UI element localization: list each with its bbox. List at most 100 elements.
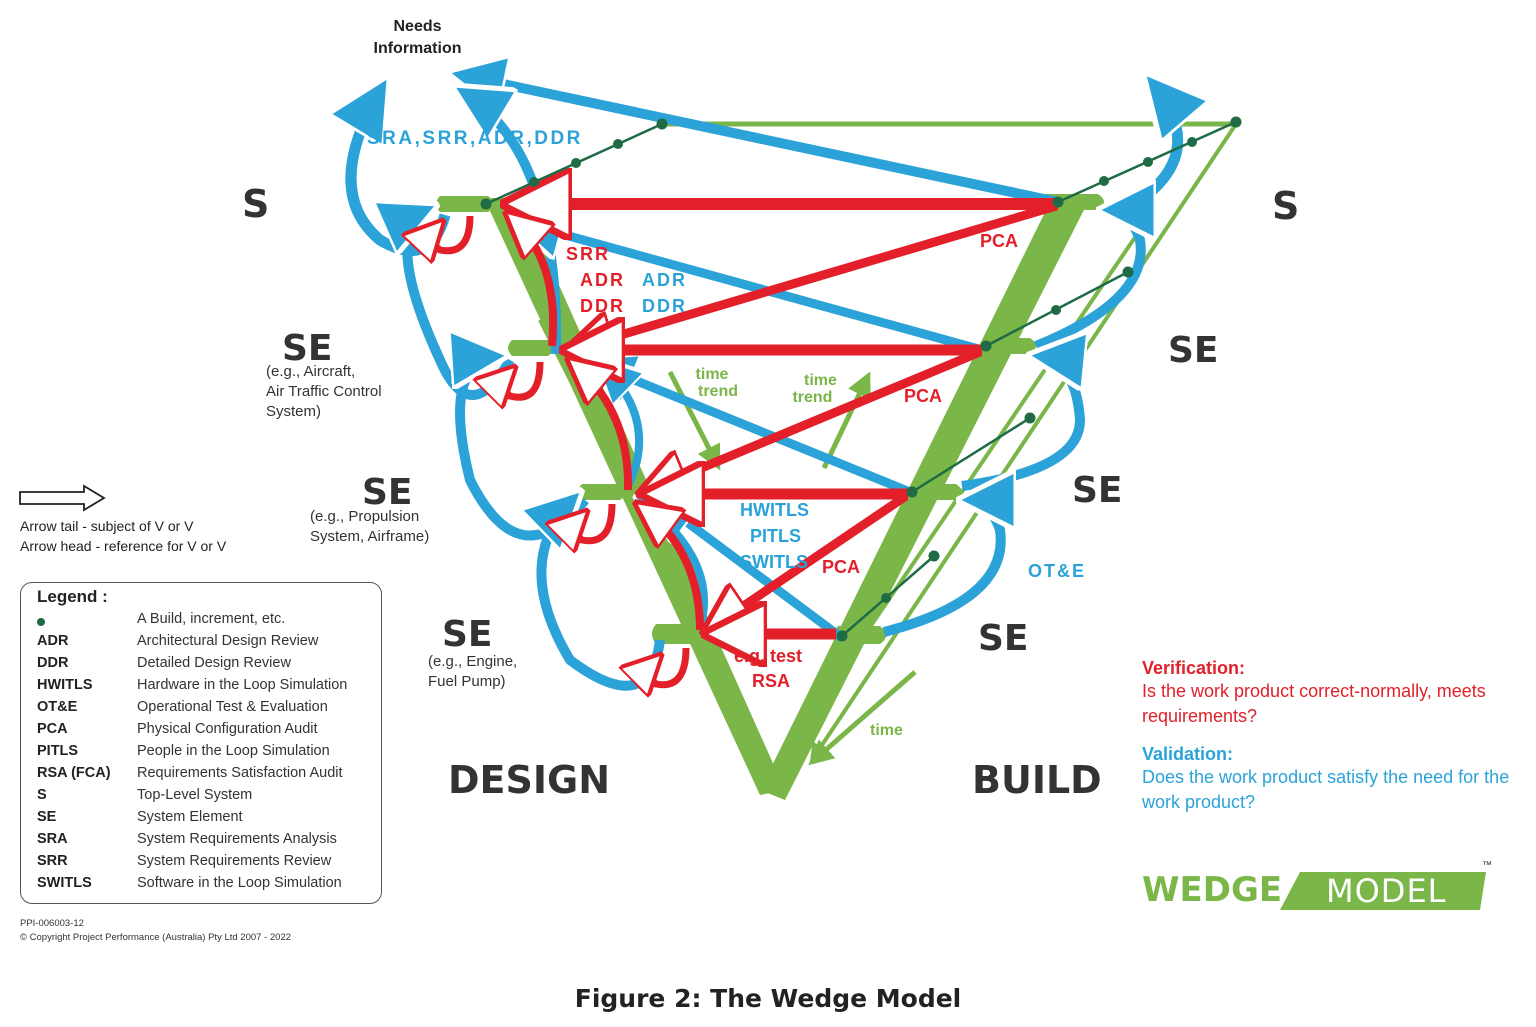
hwitls-label: HWITLS bbox=[740, 500, 809, 520]
legend-row: S Top-Level System bbox=[37, 787, 377, 809]
time-trend-arrow-down bbox=[667, 370, 721, 471]
ote-label: OT&E bbox=[1028, 561, 1087, 581]
legend-definition: Hardware in the Loop Simulation bbox=[137, 677, 348, 693]
pca-label-2: PCA bbox=[904, 386, 943, 406]
legend-definition: Software in the Loop Simulation bbox=[137, 875, 342, 891]
legend-row: SE System Element bbox=[37, 809, 377, 831]
time-trend-word: trend bbox=[698, 383, 738, 400]
needs-information-label: Needs Information bbox=[360, 16, 475, 60]
design-level-s: S bbox=[242, 182, 270, 226]
red-loop-se2 bbox=[575, 503, 616, 541]
legend-definition: Physical Configuration Audit bbox=[137, 721, 318, 737]
arrow-key-text: Arrow tail - subject of V or V Arrow hea… bbox=[20, 516, 226, 556]
legend-definition: System Element bbox=[137, 809, 243, 825]
design-phase-label: DESIGN bbox=[448, 758, 611, 802]
build-dots bbox=[480, 116, 1242, 642]
legend-row: OT&E Operational Test & Evaluation bbox=[37, 699, 377, 721]
blue-s-left-loop bbox=[351, 84, 451, 257]
legend-abbr: PCA bbox=[37, 721, 68, 737]
logo-tm: ™ bbox=[1482, 860, 1492, 871]
legend-row: DDR Detailed Design Review bbox=[37, 655, 377, 677]
legend-abbr: ADR bbox=[37, 633, 69, 649]
legend-abbr: SRA bbox=[37, 831, 68, 847]
design-level-se2: SE bbox=[362, 472, 413, 513]
blue-build-se1-to-s bbox=[518, 222, 984, 355]
build-phase-label: BUILD bbox=[972, 758, 1102, 802]
build-level-se3: SE bbox=[978, 618, 1029, 659]
adr-red-label: ADR bbox=[580, 270, 625, 290]
legend-row: PITLS People in the Loop Simulation bbox=[37, 743, 377, 765]
verification-text: Is the work product correct-normally, me… bbox=[1142, 681, 1486, 726]
ddr-blue-label: DDR bbox=[642, 296, 687, 316]
legend-definition: System Requirements Analysis bbox=[137, 831, 337, 847]
legend-definition: Detailed Design Review bbox=[137, 655, 291, 671]
legend-definition: A Build, increment, etc. bbox=[137, 611, 286, 627]
sra-srr-adr-ddr-label: SRA,SRR,ADR,DDR bbox=[367, 128, 583, 149]
design-bar-se3 bbox=[652, 624, 706, 644]
red-design-curve-2 bbox=[572, 362, 633, 491]
build-level-s: S bbox=[1272, 184, 1300, 228]
wedge-model-logo: WEDGE MODEL ™ bbox=[1140, 860, 1492, 916]
eg-test-label: e.g. test bbox=[734, 646, 803, 666]
needs-label-line-1: Needs bbox=[393, 18, 442, 35]
rsa-label: RSA bbox=[752, 671, 791, 691]
time-arrow bbox=[808, 670, 917, 766]
legend-row: PCA Physical Configuration Audit bbox=[37, 721, 377, 743]
example-line: (e.g., Aircraft, bbox=[266, 363, 356, 380]
legend-abbr: SE bbox=[37, 809, 57, 825]
red-design-curve-3 bbox=[640, 506, 704, 631]
logo-right-text: MODEL bbox=[1326, 872, 1447, 910]
design-level-se3-example: (e.g., Engine, Fuel Pump) bbox=[428, 652, 517, 692]
red-loop-s bbox=[433, 216, 474, 251]
build-level-se2: SE bbox=[1072, 470, 1123, 511]
legend-definition: Operational Test & Evaluation bbox=[137, 699, 328, 715]
legend-abbr: PITLS bbox=[37, 743, 79, 759]
legend-abbr: DDR bbox=[37, 655, 69, 671]
design-level-se3: SE bbox=[442, 614, 493, 655]
pca-label-1: PCA bbox=[980, 231, 1019, 251]
legend-definition: Requirements Satisfaction Audit bbox=[137, 765, 343, 781]
arrow-key-head-text: Arrow head - reference for V or V bbox=[20, 538, 227, 554]
blue-design-se1-loop bbox=[407, 208, 515, 400]
legend-row: HWITLS Hardware in the Loop Simulation bbox=[37, 677, 377, 699]
design-level-se1: SE bbox=[282, 328, 333, 369]
blue-top-return bbox=[456, 74, 1060, 207]
time-green-diagonal bbox=[809, 122, 1238, 764]
example-line: (e.g., Propulsion bbox=[310, 508, 420, 525]
red-design-curve-1 bbox=[510, 216, 558, 347]
legend-abbr: HWITLS bbox=[37, 677, 93, 693]
logo-shape bbox=[1280, 872, 1486, 910]
red-loop-se3 bbox=[649, 647, 690, 685]
build-bar-se2 bbox=[908, 484, 962, 500]
legend-definition: Architectural Design Review bbox=[137, 633, 319, 649]
blue-top-right-hook bbox=[1136, 80, 1178, 205]
validation-title: Validation: bbox=[1142, 744, 1234, 764]
example-line: System, Airframe) bbox=[310, 528, 430, 545]
example-line: Fuel Pump) bbox=[428, 673, 506, 690]
legend-row: SWITLS Software in the Loop Simulation bbox=[37, 875, 377, 897]
legend-row-build-dot: A Build, increment, etc. bbox=[37, 611, 377, 633]
doc-id: PPI-006003-12 bbox=[20, 918, 84, 929]
legend-row: SRR System Requirements Review bbox=[37, 853, 377, 875]
design-level-se2-example: (e.g., Propulsion System, Airframe) bbox=[310, 507, 429, 547]
legend-row: SRA System Requirements Analysis bbox=[37, 831, 377, 853]
legend-definition: People in the Loop Simulation bbox=[137, 743, 330, 759]
time-trend-arrow-up bbox=[821, 371, 871, 470]
ddr-red-label: DDR bbox=[580, 296, 625, 316]
blue-right-se3-loop bbox=[882, 500, 1001, 637]
time-trend-label-1: time trend bbox=[686, 366, 738, 400]
legend-row: ADR Architectural Design Review bbox=[37, 633, 377, 655]
verification-title: Verification: bbox=[1142, 658, 1246, 678]
needs-label-line-2: Information bbox=[373, 40, 462, 57]
srr-label: SRR bbox=[566, 244, 611, 264]
legend-abbr: RSA (FCA) bbox=[37, 765, 111, 781]
legend-dot-icon bbox=[37, 611, 45, 630]
legend-box: Legend : A Build, increment, etc. ADR Ar… bbox=[20, 582, 382, 904]
verification-block: Verification: Is the work product correc… bbox=[1142, 658, 1532, 729]
time-trend-word: time bbox=[804, 372, 837, 389]
time-trend-word: trend bbox=[792, 389, 833, 406]
example-line: System) bbox=[266, 403, 322, 420]
arrow-key-tail-text: Arrow tail - subject of V or V bbox=[20, 518, 194, 534]
legend-row: RSA (FCA) Requirements Satisfaction Audi… bbox=[37, 765, 377, 787]
